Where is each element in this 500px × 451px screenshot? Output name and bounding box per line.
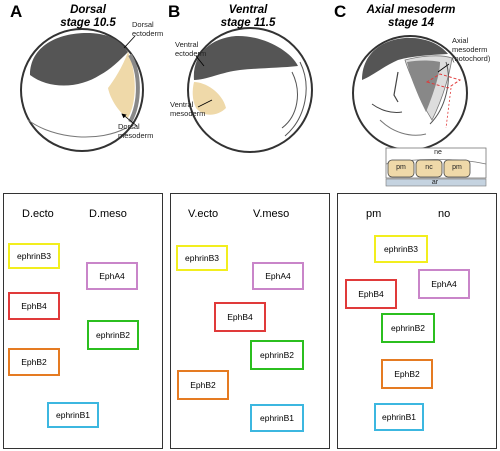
node-ephrinB2-c: ephrinB2 <box>381 313 435 343</box>
node-EphB4-b: EphB4 <box>214 302 266 332</box>
label-ventral-ectoderm: Ventral ectoderm <box>175 40 207 58</box>
blastocoel-dark-a <box>30 32 128 86</box>
blastocoel-dark-b <box>193 35 298 80</box>
node-EphA4-a: EphA4 <box>86 262 138 290</box>
node-EphB2-b: EphB2 <box>177 370 229 400</box>
embryo-b <box>187 27 313 153</box>
column-header-no: no <box>438 208 451 220</box>
node-ephrinB3-a: ephrinB3 <box>8 243 60 269</box>
label-dorsal-mesoderm: Dorsal mesoderm <box>118 122 154 140</box>
node-ephrinB1-a: ephrinB1 <box>47 402 99 428</box>
node-EphA4-c: EphA4 <box>418 269 470 299</box>
node-ephrinB2-a: ephrinB2 <box>87 320 139 350</box>
node-ephrinB3-c: ephrinB3 <box>374 235 428 263</box>
node-EphB2-c: EphB2 <box>381 359 433 389</box>
cross-section-c <box>385 147 487 187</box>
section-label-pm-right: pm <box>452 164 462 171</box>
embryo-c <box>352 35 468 151</box>
panel-title-a: Dorsal stage 10.5 <box>60 4 116 29</box>
column-header-d-meso: D.meso <box>89 208 127 220</box>
node-ephrinB2-b: ephrinB2 <box>250 340 304 370</box>
section-label-pm-left: pm <box>396 164 406 171</box>
node-EphB4-a: EphB4 <box>8 292 60 320</box>
mesoderm-region-b <box>192 82 226 115</box>
panel-title-c: Axial mesoderm stage 14 <box>366 4 456 29</box>
node-ephrinB1-b: ephrinB1 <box>250 404 304 432</box>
section-label-nc: nc <box>425 164 433 171</box>
mesoderm-region-a <box>108 52 135 118</box>
node-EphB4-c: EphB4 <box>345 279 397 309</box>
panel-letter-c: C <box>334 2 347 21</box>
blastocoel-dark-c <box>362 37 448 80</box>
column-header-v-ecto: V.ecto <box>188 208 219 220</box>
column-header-pm: pm <box>366 208 382 220</box>
column-header-d-ecto: D.ecto <box>22 208 54 220</box>
node-EphB2-a: EphB2 <box>8 348 60 376</box>
section-label-ne: ne <box>434 149 442 156</box>
panel-title-b: Ventral stage 11.5 <box>220 4 276 29</box>
label-dorsal-ectoderm: Dorsal ectoderm <box>132 20 164 38</box>
node-ephrinB3-b: ephrinB3 <box>176 245 228 271</box>
panel-letter-a: A <box>10 2 23 21</box>
label-ventral-mesoderm: Ventral mesoderm <box>170 100 206 118</box>
node-EphA4-b: EphA4 <box>252 262 304 290</box>
section-label-ar: ar <box>431 179 439 186</box>
node-ephrinB1-c: ephrinB1 <box>374 403 424 431</box>
embryo-a <box>20 28 144 152</box>
notochord-region <box>407 60 440 112</box>
panel-letter-b: B <box>168 2 181 21</box>
label-axial-mesoderm: Axial mesoderm (notochord) <box>452 36 491 63</box>
column-header-v-meso: V.meso <box>253 208 290 220</box>
